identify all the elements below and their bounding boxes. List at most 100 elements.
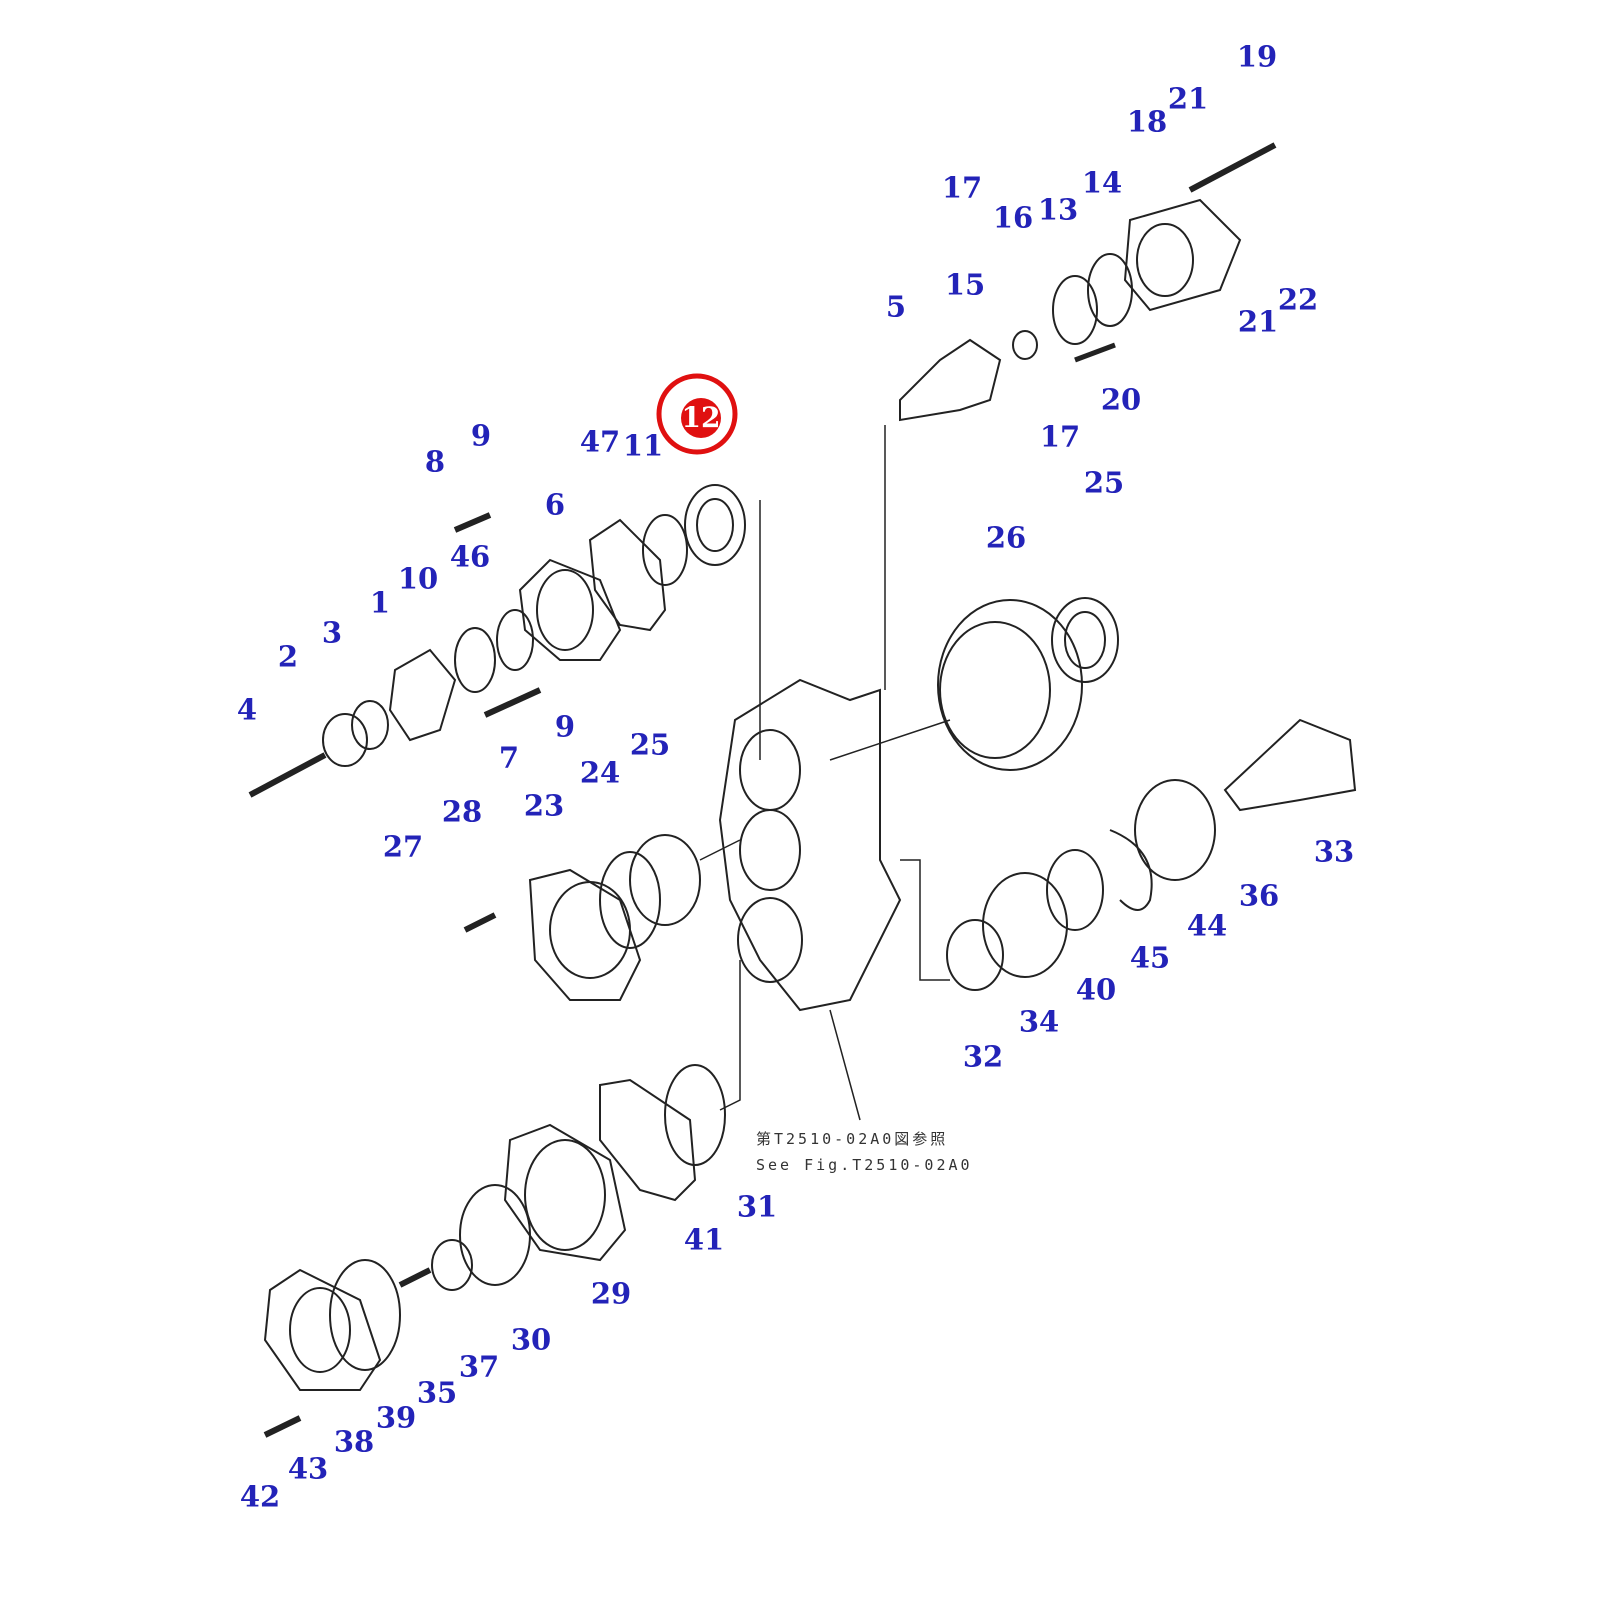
- cover-38: [263, 1268, 382, 1391]
- part-label[interactable]: 17: [941, 170, 983, 205]
- ring-24: [599, 851, 661, 949]
- highlight-dot: [681, 398, 721, 438]
- part-label[interactable]: 38: [333, 1424, 375, 1459]
- part-label[interactable]: 17: [1039, 419, 1081, 454]
- bolt-35: [398, 1267, 432, 1288]
- part-label[interactable]: 44: [1186, 908, 1228, 943]
- spacer-3: [351, 700, 389, 750]
- part-label[interactable]: 16: [992, 200, 1034, 235]
- washer-2: [322, 713, 368, 767]
- housing-bore-lower: [737, 897, 803, 983]
- part-label[interactable]: 3: [321, 615, 343, 650]
- part-label[interactable]: 10: [397, 561, 439, 596]
- part-label[interactable]: 9: [554, 709, 576, 744]
- part-label[interactable]: 30: [510, 1322, 552, 1357]
- leader-lines: [699, 425, 951, 1121]
- seal-46: [496, 609, 534, 671]
- part-label[interactable]: 33: [1313, 834, 1355, 869]
- part-label[interactable]: 41: [683, 1222, 725, 1257]
- highlight-ring: [656, 373, 738, 455]
- ring-14: [1087, 253, 1133, 327]
- bolt-27: [463, 912, 497, 933]
- part-label[interactable]: 20: [1100, 382, 1142, 417]
- part-label[interactable]: 42: [239, 1479, 281, 1514]
- bearing-13: [1052, 275, 1098, 345]
- part-label[interactable]: 39: [375, 1400, 417, 1435]
- part-label[interactable]: 18: [1126, 104, 1168, 139]
- part-label[interactable]: 43: [287, 1451, 329, 1486]
- part-label[interactable]: 1: [369, 585, 391, 620]
- part-label[interactable]: 21: [1167, 81, 1209, 116]
- bushing-32: [946, 919, 1004, 991]
- bolt-19: [1188, 142, 1277, 193]
- gear-34: [982, 872, 1068, 978]
- cover-6: [518, 558, 622, 661]
- gasket-47: [588, 518, 667, 632]
- ring-11: [642, 514, 688, 586]
- bolt-7: [483, 687, 542, 718]
- bearing-30: [459, 1184, 531, 1286]
- part-label-highlighted[interactable]: 12: [681, 401, 721, 434]
- part-label[interactable]: 37: [458, 1349, 500, 1384]
- part-label[interactable]: 21: [1237, 304, 1279, 339]
- cover-29: [503, 1123, 627, 1262]
- reference-note-en: See Fig.T2510-02A0: [756, 1156, 973, 1174]
- part-label[interactable]: 25: [1083, 465, 1125, 500]
- part-label[interactable]: 34: [1018, 1004, 1060, 1039]
- bearing-12: [684, 484, 746, 566]
- part-label[interactable]: 19: [1236, 39, 1278, 74]
- cover-23: [528, 868, 642, 1001]
- gear-case-housing: [718, 678, 902, 1012]
- bearing-44: [1134, 779, 1216, 881]
- part-label[interactable]: 25: [629, 727, 671, 762]
- part-label[interactable]: 8: [424, 444, 446, 479]
- ring-40: [1046, 849, 1104, 931]
- part-label[interactable]: 24: [579, 755, 621, 790]
- o-ring-39: [329, 1259, 401, 1371]
- part-label[interactable]: 5: [885, 289, 907, 324]
- reference-note-jp: 第T2510-02A0図参照: [756, 1130, 949, 1148]
- part-label[interactable]: 40: [1075, 972, 1117, 1007]
- part-label[interactable]: 31: [736, 1189, 778, 1224]
- part-label[interactable]: 36: [1238, 878, 1280, 913]
- shaft-gear-5: [899, 338, 1002, 422]
- part-label[interactable]: 2: [277, 639, 299, 674]
- part-label[interactable]: 35: [416, 1375, 458, 1410]
- part-label[interactable]: 28: [441, 794, 483, 829]
- part-label[interactable]: 26: [985, 520, 1027, 555]
- o-ring-31: [664, 1064, 726, 1166]
- shaft-33: [1223, 718, 1357, 812]
- housing-bore-upper: [739, 729, 801, 811]
- reference-note: 第T2510-02A0図参照 See Fig.T2510-02A0: [756, 1126, 973, 1178]
- snap-ring-45: [1109, 829, 1153, 911]
- gear-26: [937, 599, 1083, 771]
- bolt-42: [263, 1415, 302, 1438]
- part-label[interactable]: 27: [382, 829, 424, 864]
- part-label[interactable]: 11: [622, 428, 664, 463]
- bushing-15: [1012, 330, 1038, 360]
- gasket-41: [599, 1078, 697, 1202]
- part-label[interactable]: 47: [579, 424, 621, 459]
- part-label[interactable]: 6: [544, 487, 566, 522]
- stud-20: [1074, 342, 1116, 363]
- spacer-37: [431, 1239, 473, 1291]
- part-label[interactable]: 46: [449, 539, 491, 574]
- part-label[interactable]: 7: [498, 740, 520, 775]
- bolt-4: [248, 752, 327, 798]
- part-label[interactable]: 14: [1081, 165, 1123, 200]
- part-label[interactable]: 13: [1037, 192, 1079, 227]
- part-label[interactable]: 22: [1277, 282, 1319, 317]
- part-label[interactable]: 4: [236, 692, 258, 727]
- part-label[interactable]: 9: [470, 418, 492, 453]
- part-label[interactable]: 45: [1129, 940, 1171, 975]
- retainer-18: [1123, 198, 1242, 312]
- part-label[interactable]: 15: [944, 267, 986, 302]
- part-label[interactable]: 29: [590, 1276, 632, 1311]
- part-label[interactable]: 32: [962, 1039, 1004, 1074]
- bearing-25-top: [1051, 597, 1119, 683]
- part-label[interactable]: 23: [523, 788, 565, 823]
- bearing-25-left: [629, 834, 701, 926]
- ring-10: [454, 627, 496, 693]
